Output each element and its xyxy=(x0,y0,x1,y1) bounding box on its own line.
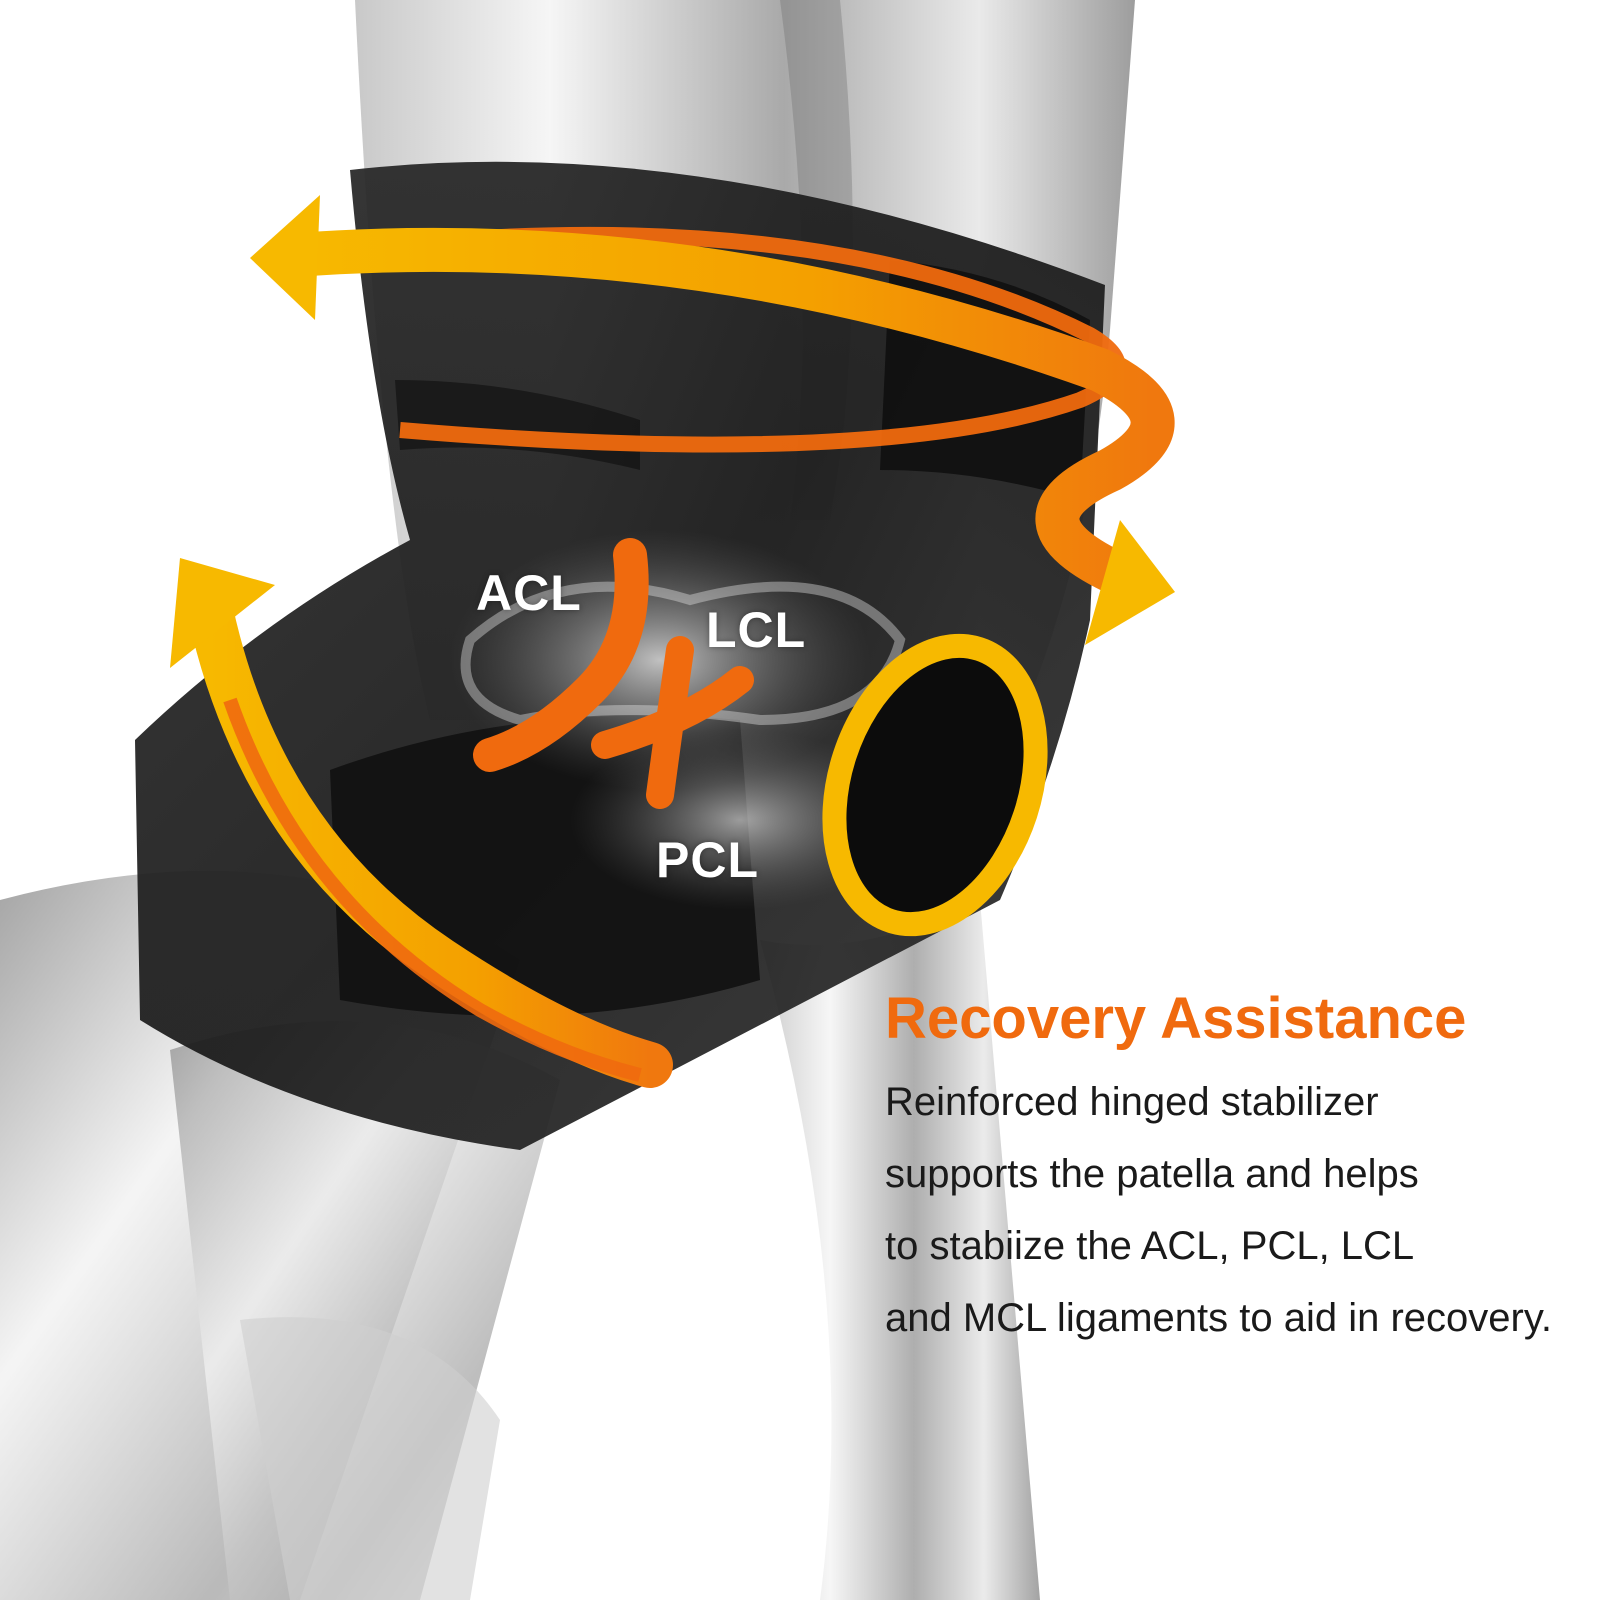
pcl-label: PCL xyxy=(656,832,759,888)
description-line: and MCL ligaments to aid in recovery. xyxy=(885,1296,1552,1340)
curved-arrow-icon xyxy=(170,558,673,1088)
double-headed-arrow-icon xyxy=(250,195,1175,645)
description-line: supports the patella and helps xyxy=(885,1152,1419,1196)
description-line: to stabiize the ACL, PCL, LCL xyxy=(885,1224,1415,1268)
feature-info-block: Recovery Assistance Reinforced hinged st… xyxy=(885,990,1585,1370)
acl-label: ACL xyxy=(476,565,582,621)
feature-headline: Recovery Assistance xyxy=(885,986,1467,1051)
description-line: Reinforced hinged stabilizer xyxy=(885,1080,1379,1124)
lcl-label: LCL xyxy=(706,602,807,658)
ligament-x-icon xyxy=(473,538,754,809)
patella-ring-icon xyxy=(822,633,1048,937)
